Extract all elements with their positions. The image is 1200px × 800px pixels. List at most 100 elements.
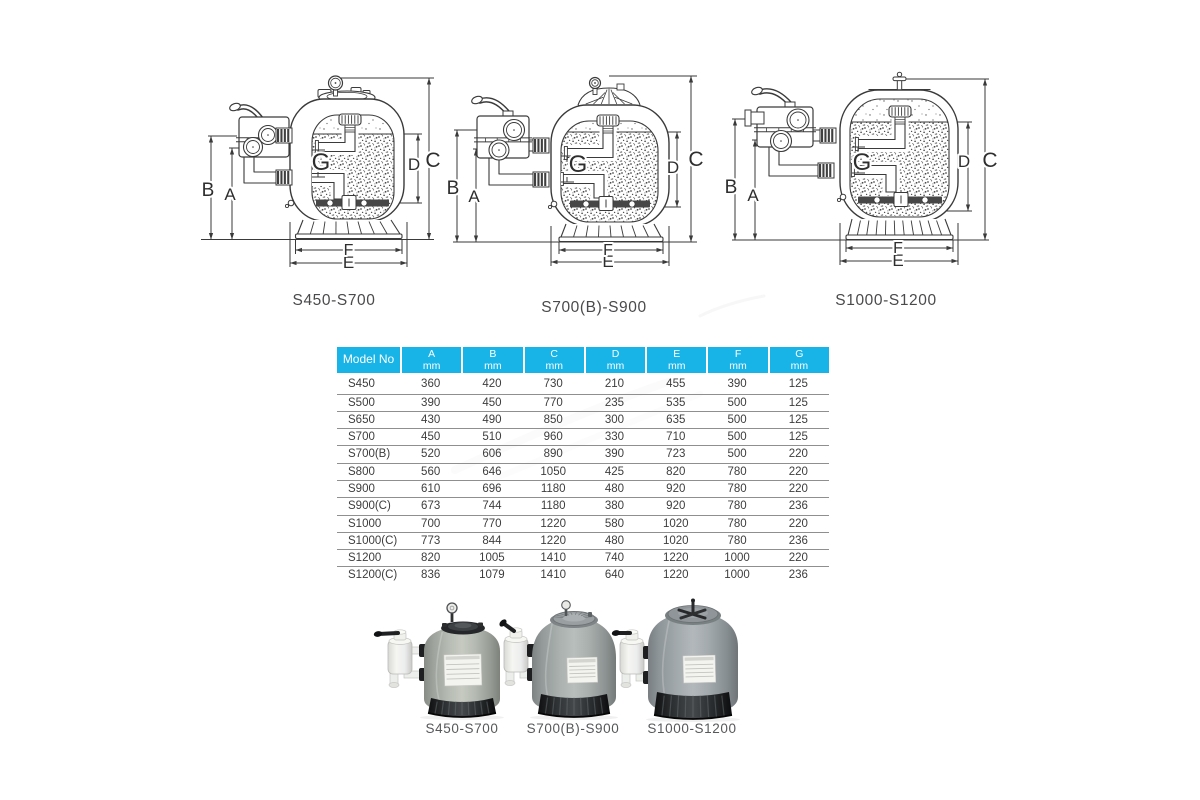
cell-value: 510 [482, 431, 502, 444]
cell-value: 1005 [479, 552, 505, 565]
dim-label-b: B [447, 178, 460, 199]
cell-value: 220 [788, 465, 808, 478]
cell-value: 920 [666, 482, 686, 495]
cell-value: 844 [482, 534, 502, 547]
cell-value: 430 [421, 413, 441, 426]
cell-value: 836 [421, 569, 441, 582]
dim-label-f: F [893, 240, 903, 257]
cell-value: 1020 [662, 517, 689, 530]
cell-value: 640 [604, 569, 625, 582]
dim-label-a: A [747, 186, 759, 205]
cell-model: S1200 [348, 552, 382, 565]
cell-value: 450 [482, 396, 502, 409]
cell-value: 960 [543, 431, 563, 444]
cell-value: 220 [788, 517, 808, 530]
cell-value: 1220 [540, 517, 566, 530]
cell-value: 535 [666, 396, 686, 409]
cell-value: 646 [482, 465, 502, 478]
cell-value: 125 [788, 396, 808, 409]
cell-value: 480 [604, 482, 625, 495]
drawing-caption-s450-s700: S450-S700 [292, 292, 376, 309]
photo-caption-s1000-s1200: S1000-S1200 [647, 721, 737, 736]
cell-value: 1000 [724, 552, 750, 565]
cell-value: 606 [482, 448, 502, 461]
cell-value: 500 [727, 413, 747, 426]
cell-value: 450 [421, 431, 441, 444]
dim-label-e: E [892, 251, 903, 270]
cell-value: 420 [482, 378, 502, 390]
cell-value: 1079 [479, 569, 505, 582]
cell-value: 490 [482, 413, 502, 426]
cell-value: 1220 [662, 552, 689, 565]
dim-label-f: F [344, 242, 354, 259]
cell-value: 390 [421, 396, 441, 409]
dim-label-g: G [853, 149, 872, 176]
cell-value: 1410 [540, 552, 566, 565]
cell-value: 920 [666, 500, 686, 513]
cell-value: 360 [421, 378, 441, 390]
cell-value: 780 [727, 482, 747, 495]
dim-label-g: G [312, 149, 331, 176]
dim-label-a: A [224, 185, 236, 204]
cell-model: S700 [348, 431, 375, 444]
dim-label-e: E [343, 253, 354, 272]
cell-model: S650 [348, 413, 375, 426]
cell-value: 235 [604, 396, 625, 409]
cell-value: 780 [727, 517, 747, 530]
cell-value: 300 [604, 413, 625, 426]
cell-value: 500 [727, 448, 747, 461]
cell-model: S500 [348, 396, 375, 409]
cell-value: 635 [666, 413, 686, 426]
drawing-caption-s700b-s900: S700(B)-S900 [541, 299, 647, 316]
cell-value: 773 [421, 534, 441, 547]
cell-value: 560 [421, 465, 441, 478]
cell-model: S450 [348, 378, 375, 390]
cell-value: 700 [421, 517, 441, 530]
cell-value: 723 [666, 448, 686, 461]
dim-label-a: A [468, 187, 480, 206]
drawing-caption-s1000-s1200: S1000-S1200 [835, 292, 937, 309]
cell-value: 455 [666, 378, 686, 390]
cell-value: 480 [604, 534, 625, 547]
dim-label-c: C [688, 148, 703, 171]
cell-value: 1020 [662, 534, 689, 547]
cell-value: 610 [421, 482, 441, 495]
cell-value: 673 [421, 500, 441, 513]
cell-value: 220 [788, 552, 808, 565]
cell-value: 1410 [540, 569, 566, 582]
cell-value: 390 [727, 378, 747, 390]
cell-value: 696 [482, 482, 502, 495]
cell-value: 390 [604, 448, 625, 461]
cell-value: 500 [727, 396, 747, 409]
cell-value: 380 [604, 500, 625, 513]
cell-value: 125 [788, 413, 808, 426]
cell-value: 330 [604, 431, 625, 444]
dim-label-f: F [603, 242, 613, 259]
cell-value: 1180 [540, 500, 566, 513]
header-cell-model: Model No [337, 347, 400, 373]
cell-value: 890 [543, 448, 563, 461]
cell-value: 744 [482, 500, 502, 513]
cell-value: 780 [727, 465, 747, 478]
cell-value: 1220 [540, 534, 566, 547]
cell-model: S1200(C) [348, 569, 398, 582]
cell-value: 730 [543, 378, 563, 390]
dim-label-c: C [425, 149, 440, 172]
cell-value: 520 [421, 448, 441, 461]
